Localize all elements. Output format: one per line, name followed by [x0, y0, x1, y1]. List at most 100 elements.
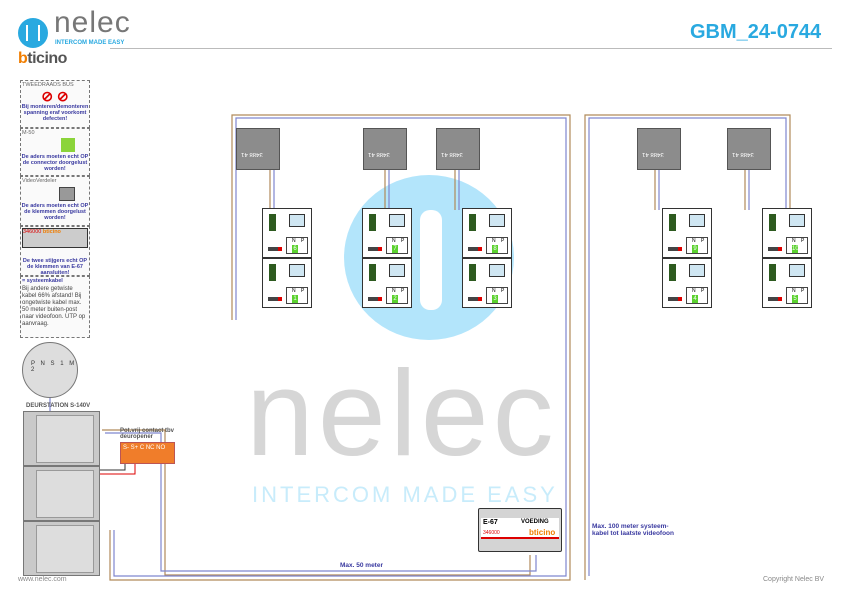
door-station-title: DEURSTATION S-140V: [26, 403, 91, 409]
n-label: N: [392, 288, 396, 294]
footer-website[interactable]: www.nelec.com: [18, 576, 67, 583]
p-label: P: [301, 288, 305, 294]
screen-icon: [289, 264, 305, 277]
switch-icon: [368, 247, 382, 251]
switch-icon: [368, 297, 382, 301]
video-switcher-4: 3488 41: [637, 128, 681, 170]
psu-code: 346000: [483, 530, 500, 536]
e67-icon: 346000 bticino: [22, 228, 88, 248]
cable-legend: = systeemkabel: [22, 278, 63, 284]
connector-icon: [61, 138, 75, 152]
n-label: N: [792, 238, 796, 244]
sidebar-splitter-box: VideoVerdeler De aders moeten echt OP de…: [20, 176, 90, 226]
n-label: N: [292, 238, 296, 244]
terminal-labels: P N S 1 M 2: [31, 361, 77, 373]
address-number: 10: [792, 245, 799, 253]
m50-note: De aders moeten echt OP de connector doo…: [21, 154, 89, 172]
e67-code: 346000: [23, 229, 42, 235]
sidebar-cable-box: = systeemkabel Bij andere getwiste kabel…: [20, 276, 90, 338]
switcher-label: 3488 41: [441, 151, 463, 157]
n-label: N: [392, 238, 396, 244]
address-number: 3: [492, 295, 498, 303]
terminal-block-icon: [369, 264, 376, 281]
switch-icon: [468, 297, 482, 301]
max-100-note: Max. 100 meter systeem-kabel tot laatste…: [592, 523, 674, 537]
sidebar-m50-box: M-50 De aders moeten echt OP de connecto…: [20, 128, 90, 176]
terminal-block-icon: [369, 214, 376, 231]
switcher-label: 3488 41: [368, 151, 390, 157]
address-number: 4: [692, 295, 698, 303]
p-label: P: [401, 288, 405, 294]
p-label: P: [701, 288, 705, 294]
p-label: P: [801, 288, 805, 294]
splitter-note: De aders moeten echt OP de klemmen doorg…: [21, 203, 89, 221]
video-switcher-1: 3488 41: [236, 128, 280, 170]
n-label: N: [692, 288, 696, 294]
brand-tagline: INTERCOM MADE EASY: [55, 40, 125, 46]
terminal-magnifier: P N S 1 M 2: [22, 342, 78, 398]
nelec-logo-icon: [18, 18, 48, 48]
address-number: 2: [392, 295, 398, 303]
screen-icon: [389, 264, 405, 277]
relay-module: S- S+ C NC NO: [120, 442, 175, 464]
max-50-note: Max. 50 meter: [340, 562, 383, 569]
door-station-module-2: [23, 466, 100, 521]
psu-brand: bticino: [529, 528, 556, 537]
terminal-block-icon: [669, 214, 676, 231]
watermark-brand: nelec: [246, 345, 558, 481]
video-switcher-3: 3488 41: [436, 128, 480, 170]
n-label: N: [292, 288, 296, 294]
switcher-label: 3488 41: [241, 151, 263, 157]
address-number: 6: [292, 245, 298, 253]
nelec-logo-bars: [26, 25, 40, 41]
terminal-block-icon: [669, 264, 676, 281]
terminal-block-icon: [269, 214, 276, 231]
footer-copyright: Copyright Nelec BV: [763, 576, 825, 583]
screen-icon: [789, 214, 805, 227]
door-station-module-1: [23, 411, 100, 466]
sidebar-e67-box: 346000 bticino De twee stijgers echt OP …: [20, 226, 90, 276]
switch-icon: [768, 247, 782, 251]
n-label: N: [492, 238, 496, 244]
terminal-block-icon: [769, 264, 776, 281]
address-number: 8: [492, 245, 498, 253]
screen-icon: [489, 214, 505, 227]
splitter-icon: [59, 187, 75, 201]
splitter-title: VideoVerdeler: [22, 178, 57, 184]
document-id: GBM_24-0744: [690, 21, 822, 43]
bticino-logo: bticino: [18, 50, 67, 67]
psu-model: E-67: [483, 519, 498, 526]
no-plug-icons: ⊘ ⊘: [41, 88, 69, 104]
screen-icon: [289, 214, 305, 227]
switch-icon: [668, 247, 682, 251]
e67-note: De twee stijgers echt OP de klemmen van …: [22, 258, 88, 276]
bus-title: TWEEDRAADS BUS: [22, 82, 74, 88]
screen-icon: [689, 264, 705, 277]
switch-icon: [668, 297, 682, 301]
switch-icon: [468, 247, 482, 251]
n-label: N: [692, 238, 696, 244]
address-number: 7: [392, 245, 398, 253]
screen-icon: [689, 214, 705, 227]
screen-icon: [489, 264, 505, 277]
terminal-block-icon: [469, 264, 476, 281]
relay-title: Pot.vrij contact tbv deuropener: [120, 428, 175, 440]
switcher-label: 3488 41: [732, 151, 754, 157]
address-number: 9: [692, 245, 698, 253]
terminal-block-icon: [269, 264, 276, 281]
p-label: P: [501, 288, 505, 294]
terminal-block-icon: [469, 214, 476, 231]
p-label: P: [701, 238, 705, 244]
